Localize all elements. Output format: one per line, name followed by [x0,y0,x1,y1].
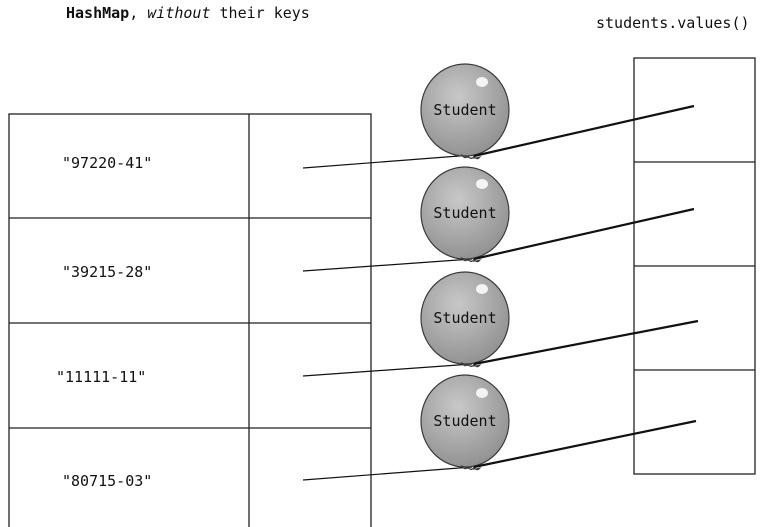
caption-left: HashMap, without their keys [66,4,310,22]
balloon-highlight [476,179,488,189]
balloon-label: Student [433,309,496,327]
caption-separator: , [129,4,139,22]
balloon-highlight [476,77,488,87]
values-reference-line [473,419,697,469]
values-reference-line [473,104,695,158]
map-reference-line [302,363,473,377]
caption-values-call: students.values() [596,14,750,32]
values-reference-lines [473,104,699,469]
student-balloon: Student [420,271,510,368]
map-reference-line [302,258,473,272]
hashmap-table: "97220-41" "39215-28" "11111-11" "80715-… [8,113,372,527]
key-cell-text: "11111-11" [56,368,146,386]
key-cell-text: "39215-28" [62,263,152,281]
student-balloon: Student [420,166,510,263]
map-reference-line [302,154,473,169]
balloon-label: Student [433,412,496,430]
student-balloon: Student [420,374,510,471]
map-reference-line [302,466,473,481]
balloon-label: Student [433,101,496,119]
balloon-highlight [476,284,488,294]
caption-class-name: HashMap [66,4,130,22]
values-reference-line [473,207,695,261]
student-balloon: Student [420,63,510,160]
balloon-label: Student [433,204,496,222]
caption-rest: their keys [219,4,310,22]
values-collection [633,57,756,475]
map-reference-lines [302,154,473,481]
hashmap-outline [8,113,372,527]
values-reference-line [473,319,699,366]
caption-emphasis: without [147,4,211,22]
key-cell-text: "80715-03" [62,472,152,490]
balloon-highlight [476,388,488,398]
key-cell-text: "97220-41" [62,154,152,172]
